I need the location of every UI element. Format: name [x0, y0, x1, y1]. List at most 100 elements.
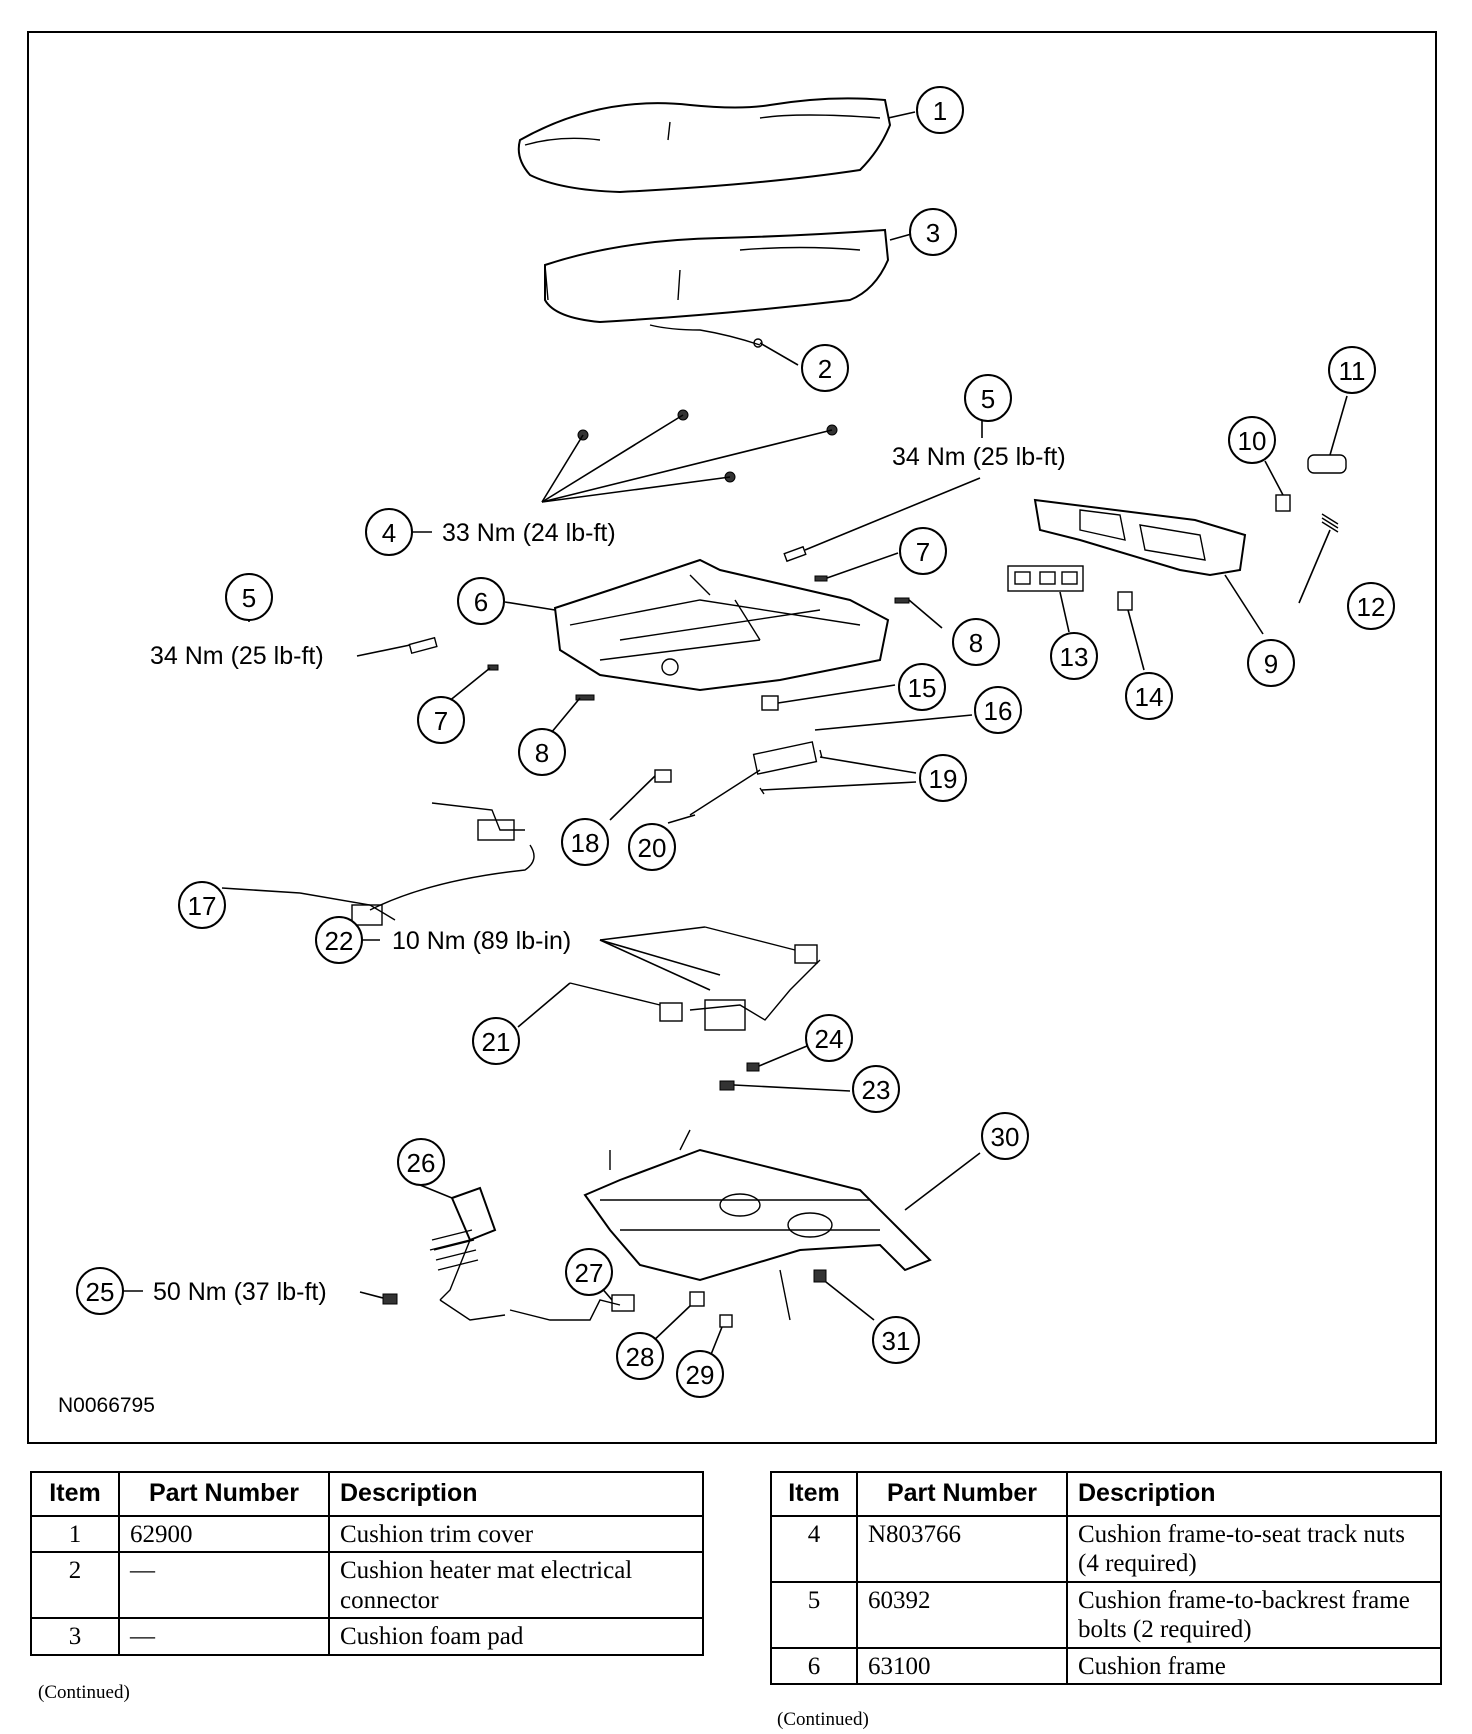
svg-text:4: 4: [382, 518, 396, 548]
header-item: Item: [770, 1471, 858, 1517]
callout-10: 10: [1228, 416, 1276, 464]
svg-text:7: 7: [916, 537, 930, 567]
svg-text:14: 14: [1135, 682, 1164, 712]
callout-28: 28: [616, 1332, 664, 1380]
header-item: Item: [30, 1471, 120, 1517]
svg-text:9: 9: [1264, 649, 1278, 679]
svg-text:7: 7: [434, 706, 448, 736]
callout-27: 27: [565, 1248, 613, 1296]
recliner-cable: [299, 802, 535, 926]
description-cell: Cushion foam pad: [328, 1617, 704, 1656]
description-cell: Cushion frame-to-backrest frame bolts (2…: [1066, 1580, 1442, 1649]
callout-15: 15: [898, 663, 946, 711]
svg-text:6: 6: [474, 587, 488, 617]
part-number-cell: 63100: [856, 1646, 1068, 1685]
svg-text:5: 5: [242, 583, 256, 613]
buckle-connectors: [509, 1291, 733, 1328]
callout-30: 30: [981, 1112, 1029, 1160]
parts-table-right: Item Part Number Description 4 N803766 C…: [770, 1471, 1442, 1685]
leader-lines: [221, 111, 1348, 1363]
svg-text:12: 12: [1357, 592, 1386, 622]
table-row: 1 62900 Cushion trim cover: [30, 1514, 704, 1553]
callout-20: 20: [628, 823, 676, 871]
header-part-number: Part Number: [118, 1471, 330, 1517]
svg-text:22: 22: [325, 926, 354, 956]
seat-track-nuts: [577, 409, 838, 483]
table-header-row: Item Part Number Description: [30, 1471, 704, 1517]
callout-12: 12: [1347, 582, 1395, 630]
svg-text:25: 25: [86, 1277, 115, 1307]
parts-table-left: Item Part Number Description 1 62900 Cus…: [30, 1471, 704, 1656]
svg-text:10: 10: [1238, 426, 1267, 456]
diagram-frame: [27, 31, 1437, 1444]
callout-4: 4: [365, 508, 413, 556]
svg-text:2: 2: [818, 354, 832, 384]
svg-text:19: 19: [929, 764, 958, 794]
item-cell: 5: [770, 1580, 858, 1649]
part-number-cell: —: [118, 1551, 330, 1619]
callout-29: 29: [676, 1350, 724, 1398]
seatbelt-buckle: [429, 1186, 506, 1321]
svg-text:5: 5: [981, 384, 995, 414]
svg-text:16: 16: [984, 696, 1013, 726]
svg-text:3: 3: [926, 218, 940, 248]
continued-note-left: (Continued): [38, 1682, 130, 1703]
callout-7-left: 7: [417, 696, 465, 744]
torque-5-left: 34 Nm (25 lb-ft): [150, 642, 324, 670]
part-number-cell: 60392: [856, 1580, 1068, 1649]
cushion-trim-cover: [517, 97, 892, 194]
callout-19: 19: [919, 754, 967, 802]
item-cell: 2: [30, 1551, 120, 1619]
switch-knob: [1117, 591, 1133, 611]
svg-text:31: 31: [882, 1326, 911, 1356]
callout-31: 31: [872, 1316, 920, 1364]
callout-14: 14: [1125, 672, 1173, 720]
svg-text:8: 8: [969, 628, 983, 658]
callout-17: 17: [178, 881, 226, 929]
torque-labels: 33 Nm (24 lb-ft) 34 Nm (25 lb-ft) 34 Nm …: [123, 443, 1066, 1306]
part-number-cell: —: [118, 1617, 330, 1656]
callout-18: 18: [561, 818, 609, 866]
svg-text:30: 30: [991, 1122, 1020, 1152]
svg-text:8: 8: [535, 738, 549, 768]
callout-22: 22: [315, 916, 363, 964]
callout-24: 24: [805, 1014, 853, 1062]
callout-13: 13: [1050, 632, 1098, 680]
svg-text:1: 1: [933, 96, 947, 126]
track-fastener: [813, 1269, 827, 1283]
callout-3: 3: [909, 208, 957, 256]
callout-23: 23: [852, 1065, 900, 1113]
svg-text:21: 21: [482, 1027, 511, 1057]
callout-2: 2: [801, 344, 849, 392]
torque-22: 10 Nm (89 lb-in): [392, 927, 571, 955]
torque-5-right: 34 Nm (25 lb-ft): [892, 443, 1066, 471]
callout-6: 6: [457, 577, 505, 625]
description-cell: Cushion frame-to-seat track nuts (4 requ…: [1066, 1514, 1442, 1583]
svg-text:26: 26: [407, 1148, 436, 1178]
callout-1: 1: [916, 86, 964, 134]
svg-text:27: 27: [575, 1258, 604, 1288]
figure-id: N0066795: [58, 1394, 155, 1417]
motor-components: [654, 695, 823, 816]
header-part-number: Part Number: [856, 1471, 1068, 1517]
callout-25: 25: [76, 1267, 124, 1315]
description-cell: Cushion frame: [1066, 1646, 1442, 1685]
description-cell: Cushion trim cover: [328, 1514, 704, 1553]
seat-control-switch: [1007, 565, 1084, 592]
description-cell: Cushion heater mat electrical connector: [328, 1551, 704, 1619]
power-seat-track: [583, 1129, 932, 1321]
part-number-cell: 62900: [118, 1514, 330, 1553]
item-cell: 3: [30, 1617, 120, 1656]
callout-5-right: 5: [964, 374, 1012, 422]
callout-9: 9: [1247, 639, 1295, 687]
lumbar-knob-parts: [1275, 454, 1347, 533]
callout-26: 26: [397, 1138, 445, 1186]
table-row: 5 60392 Cushion frame-to-backrest frame …: [770, 1580, 1442, 1649]
callout-8-right: 8: [952, 618, 1000, 666]
item-cell: 4: [770, 1514, 858, 1583]
header-description: Description: [328, 1471, 704, 1517]
svg-text:13: 13: [1060, 642, 1089, 672]
svg-text:15: 15: [908, 673, 937, 703]
torque-4: 33 Nm (24 lb-ft): [442, 519, 616, 547]
cushion-frame: [553, 558, 890, 692]
